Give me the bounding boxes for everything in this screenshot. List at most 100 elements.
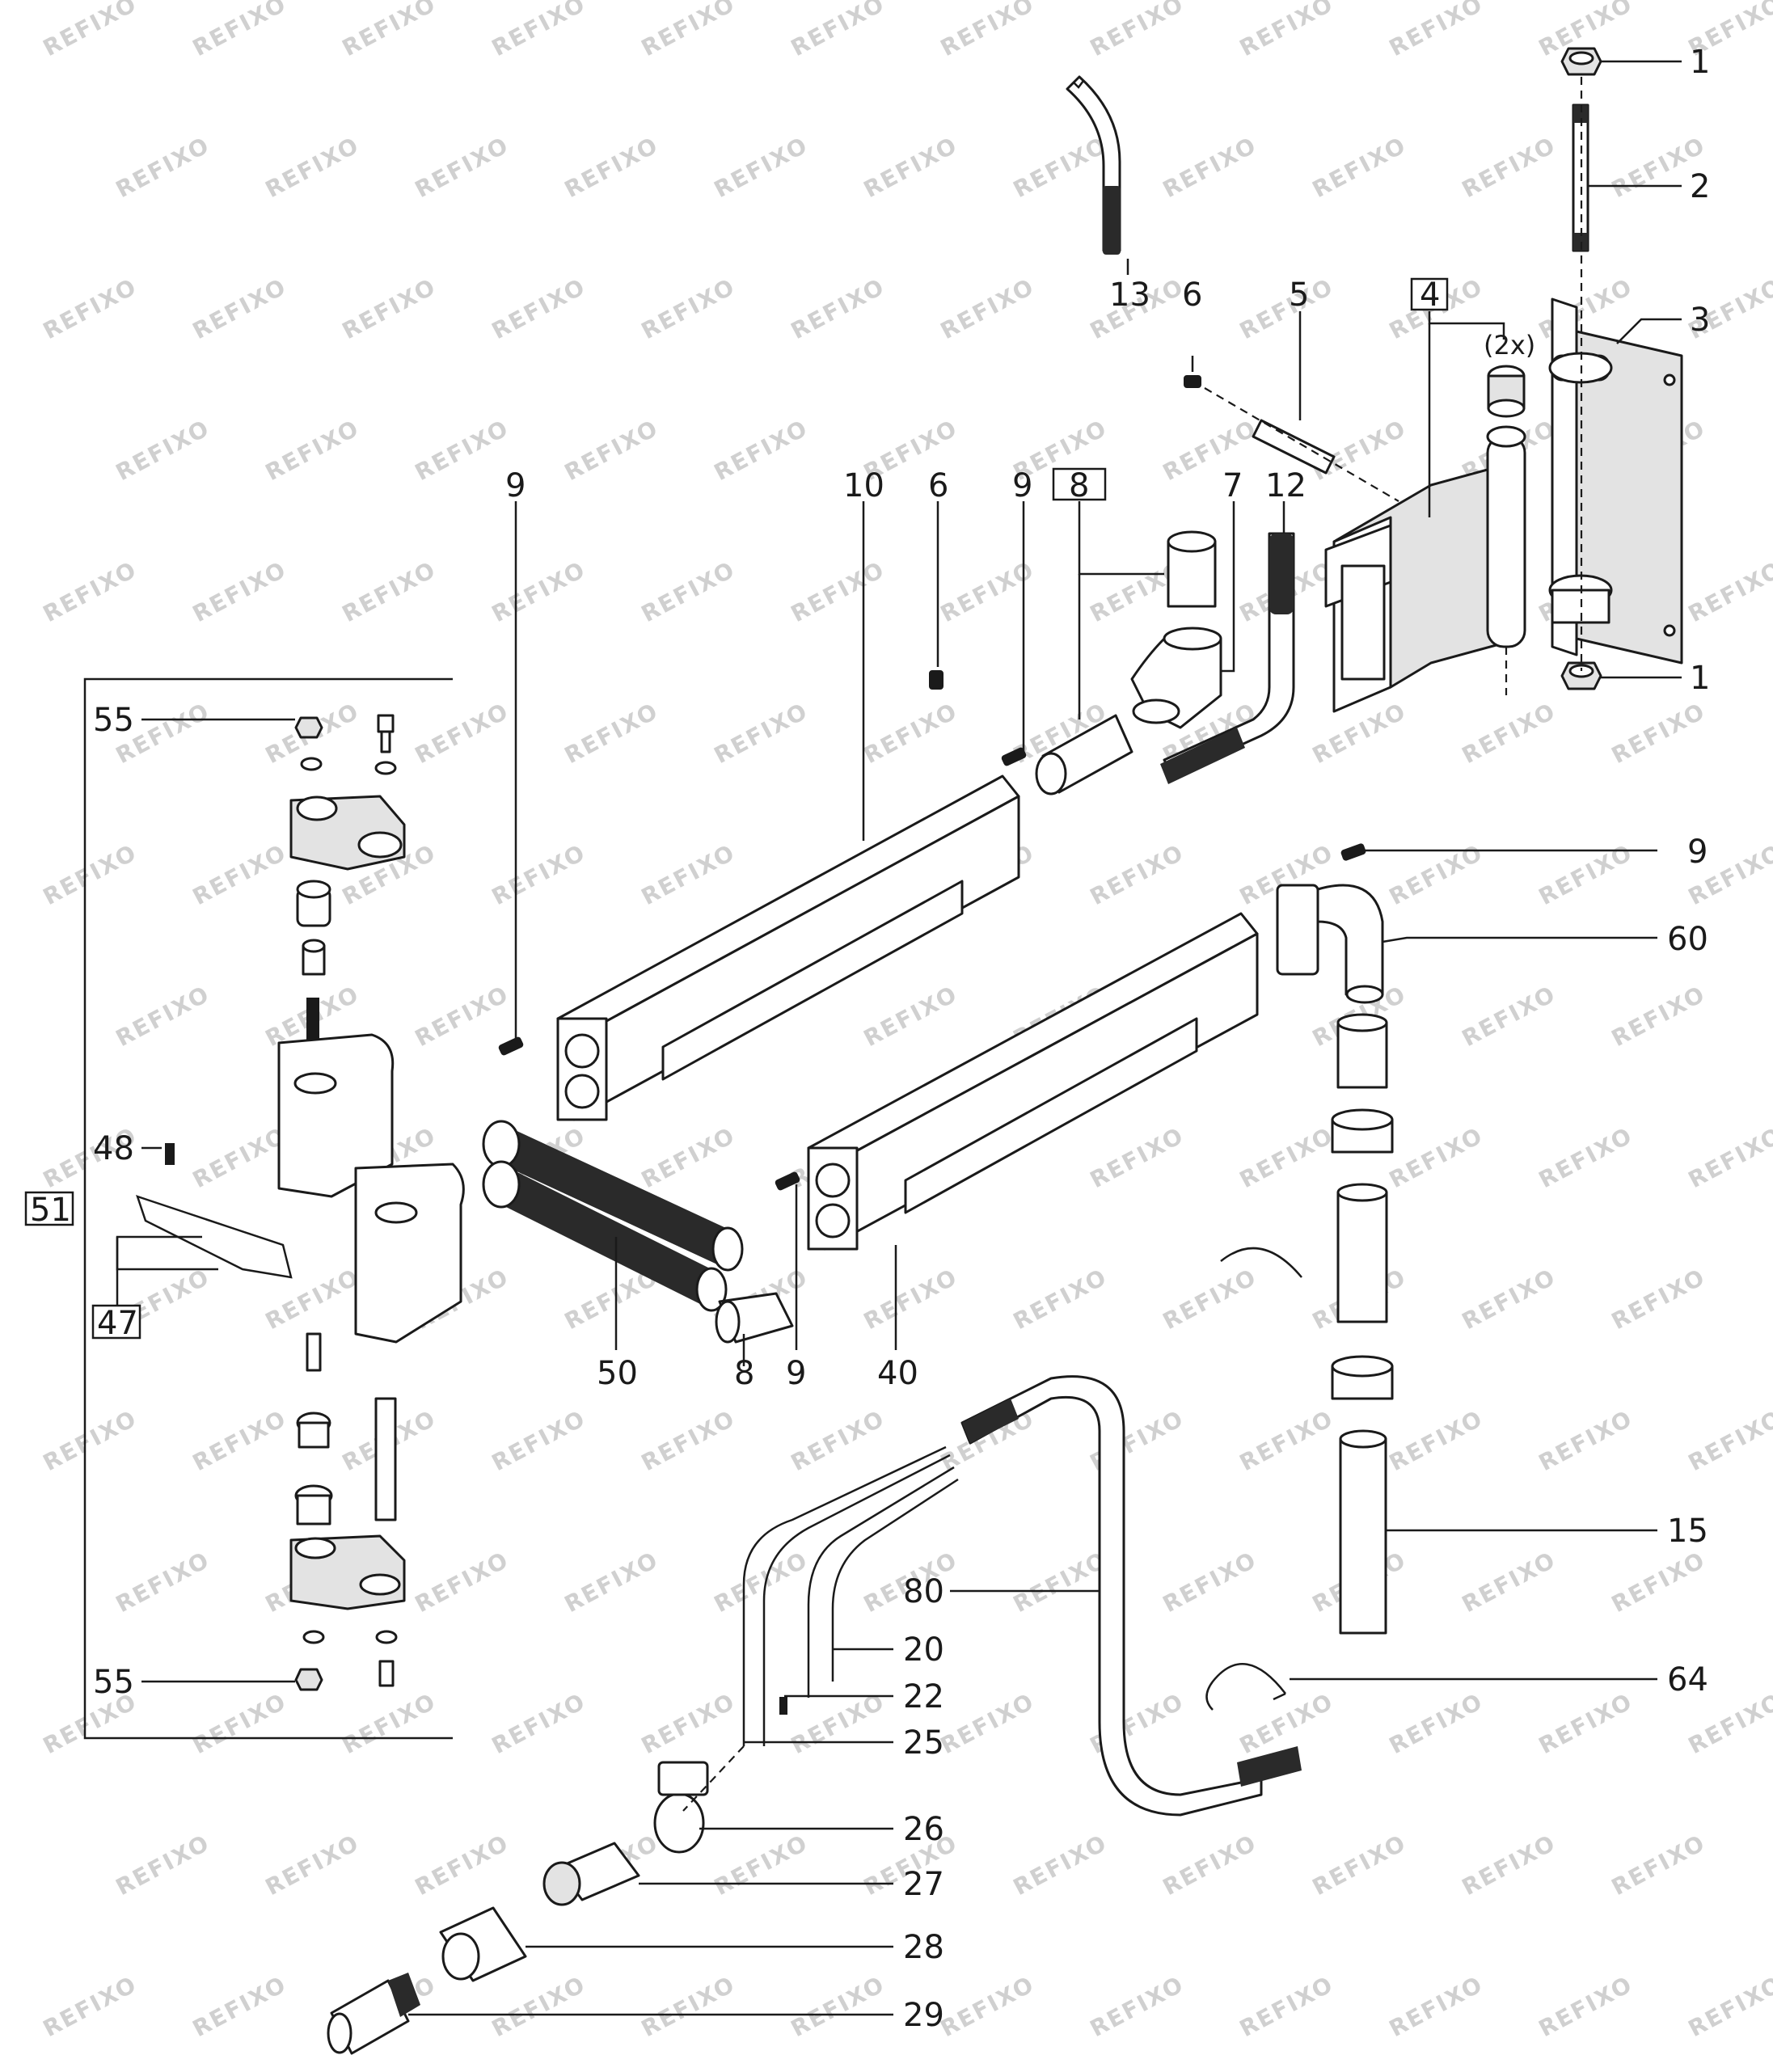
watermark-text: REFIXO: [710, 698, 813, 770]
watermark-text: REFIXO: [338, 0, 441, 61]
watermark-text: REFIXO: [859, 981, 962, 1053]
tube-stack-right: [1331, 1013, 1394, 1400]
box-51: [24, 1191, 74, 1226]
box-47: [91, 1304, 141, 1340]
watermark-text: REFIXO: [1086, 1122, 1188, 1194]
part-8-sleeve-mid: [1035, 714, 1133, 795]
watermark-text: REFIXO: [1009, 1264, 1112, 1336]
part-8-sleeve-bottom: [715, 1292, 794, 1344]
watermark-text: REFIXO: [1458, 981, 1560, 1053]
watermark-text: REFIXO: [488, 1688, 590, 1760]
watermark-text: REFIXO: [411, 1829, 513, 1901]
watermark-text: REFIXO: [1458, 698, 1560, 770]
watermark-text: REFIXO: [411, 132, 513, 204]
watermark-text: REFIXO: [39, 0, 141, 61]
watermark-text: REFIXO: [1534, 1971, 1637, 2043]
part-1-nut-bottom: [1560, 661, 1602, 690]
watermark-text: REFIXO: [637, 1971, 740, 2043]
box-8: [1052, 467, 1107, 501]
part-40-lower-rail: [807, 912, 1259, 1251]
watermark-text: REFIXO: [710, 1547, 813, 1618]
watermark-text: REFIXO: [411, 981, 513, 1053]
watermark-text: REFIXO: [710, 415, 813, 487]
watermark-text: REFIXO: [188, 1122, 291, 1194]
part-9-screw-bottom: [775, 1171, 800, 1191]
watermark-text: REFIXO: [560, 698, 663, 770]
part-51-hinge-assembly: [83, 677, 465, 1740]
watermark-text: REFIXO: [112, 1547, 214, 1618]
watermark-text: REFIXO: [787, 0, 889, 61]
watermark-text: REFIXO: [188, 1971, 291, 2043]
watermark-text: REFIXO: [39, 273, 141, 345]
watermark-text: REFIXO: [1684, 1971, 1773, 2043]
callout-9-left: 9: [505, 467, 526, 504]
watermark-text: REFIXO: [1534, 1405, 1637, 1477]
watermark-text: REFIXO: [1607, 698, 1710, 770]
watermark-text: REFIXO: [637, 273, 740, 345]
callout-1-top: 1: [1690, 44, 1710, 81]
callout-13: 13: [1109, 276, 1150, 314]
watermark-text: REFIXO: [1159, 1547, 1261, 1618]
watermark-text: REFIXO: [1159, 415, 1261, 487]
part-9-screw-right: [1340, 843, 1366, 861]
watermark-text: REFIXO: [1684, 556, 1773, 628]
watermark-text: REFIXO: [859, 1264, 962, 1336]
callout-9-mid: 9: [1012, 467, 1032, 504]
watermark-text: REFIXO: [261, 1829, 364, 1901]
callout-2x: (2x): [1484, 330, 1535, 361]
watermark-text: REFIXO: [787, 273, 889, 345]
watermark-text: REFIXO: [1235, 1971, 1338, 2043]
watermark-text: REFIXO: [1458, 1829, 1560, 1901]
watermark-text: REFIXO: [39, 839, 141, 911]
part-26-hose-clamp: [653, 1761, 709, 1854]
callout-12: 12: [1265, 467, 1307, 504]
watermark-text: REFIXO: [1308, 1829, 1411, 1901]
watermark-text: REFIXO: [112, 1829, 214, 1901]
watermark-text: REFIXO: [1607, 1547, 1710, 1618]
watermark-text: REFIXO: [1607, 1829, 1710, 1901]
watermark-text: REFIXO: [1385, 1688, 1488, 1760]
callout-9-bottom: 9: [786, 1355, 806, 1392]
callout-8-bottom: 8: [734, 1355, 754, 1392]
watermark-text: REFIXO: [338, 556, 441, 628]
callout-80: 80: [903, 1573, 944, 1610]
part-10-upper-rail: [556, 774, 1020, 1121]
part-6-screw-top: [1184, 375, 1201, 388]
watermark-text: REFIXO: [637, 1688, 740, 1760]
part-6-screw-mid: [929, 670, 943, 690]
watermark-text: REFIXO: [859, 698, 962, 770]
watermark-text: REFIXO: [1684, 1122, 1773, 1194]
watermark-text: REFIXO: [560, 415, 663, 487]
watermark-text: REFIXO: [787, 1971, 889, 2043]
callout-64: 64: [1667, 1661, 1708, 1699]
watermark-text: REFIXO: [112, 132, 214, 204]
watermark-text: REFIXO: [39, 1405, 141, 1477]
watermark-text: REFIXO: [188, 0, 291, 61]
callout-50: 50: [597, 1355, 638, 1392]
watermark-text: REFIXO: [637, 0, 740, 61]
watermark-text: REFIXO: [1086, 0, 1188, 61]
circlip-mid: [1220, 1247, 1302, 1278]
callout-20: 20: [903, 1631, 944, 1669]
part-64-circlip: [1205, 1663, 1286, 1711]
watermark-text: REFIXO: [637, 556, 740, 628]
part-4-mount-housing: [1324, 365, 1526, 713]
watermark-text: REFIXO: [188, 1405, 291, 1477]
watermark-text: REFIXO: [936, 0, 1039, 61]
callout-55-top: 55: [93, 702, 134, 739]
watermark-text: REFIXO: [560, 1547, 663, 1618]
watermark-text: REFIXO: [637, 839, 740, 911]
watermark-text: REFIXO: [1159, 132, 1261, 204]
watermark-text: REFIXO: [1159, 1829, 1261, 1901]
watermark-text: REFIXO: [787, 556, 889, 628]
callout-51: 51: [30, 1192, 71, 1229]
part-13-bent-tube: [1066, 75, 1121, 255]
watermark-text: REFIXO: [1534, 1688, 1637, 1760]
callout-3: 3: [1690, 302, 1710, 339]
callout-60: 60: [1667, 921, 1708, 958]
callout-28: 28: [903, 1929, 944, 1966]
watermark-text: REFIXO: [1086, 1971, 1188, 2043]
watermark-text: REFIXO: [637, 1122, 740, 1194]
watermark-text: REFIXO: [488, 1405, 590, 1477]
watermark-text: REFIXO: [1385, 1971, 1488, 2043]
